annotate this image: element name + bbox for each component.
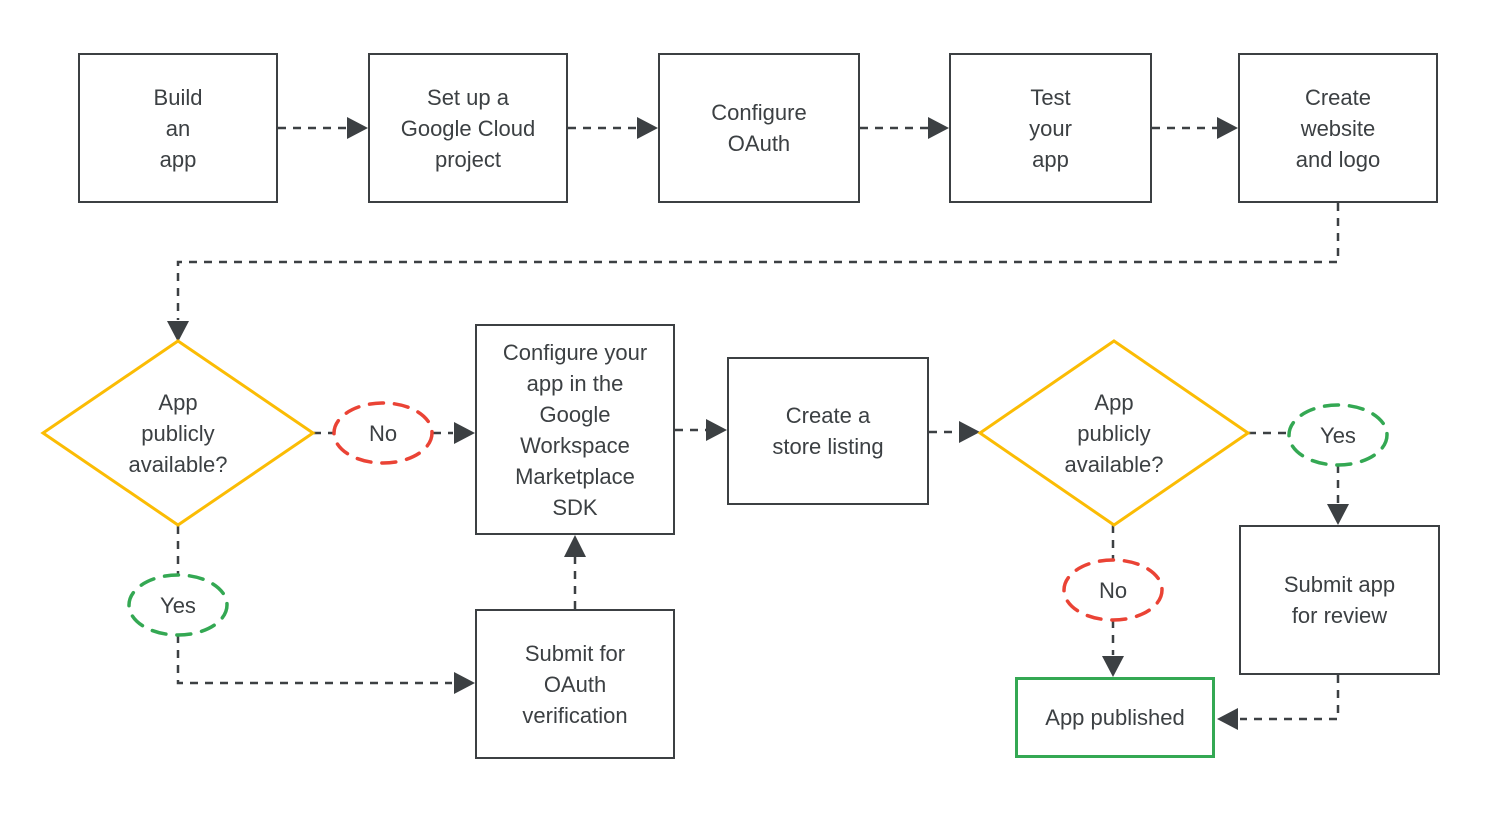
- node-submit-app-for-review: Submit app for review: [1239, 525, 1440, 675]
- dashed-edges: [176, 126, 1340, 721]
- node-test-your-app: Test your app: [949, 53, 1152, 203]
- arrowhead: [959, 421, 980, 443]
- arrowheads: [167, 117, 1349, 730]
- arrowhead: [167, 321, 189, 342]
- node-setup-google-cloud-project: Set up a Google Cloud project: [368, 53, 568, 203]
- decision-diamond-right: [977, 339, 1251, 527]
- node-submit-oauth-verification: Submit for OAuth verification: [475, 609, 675, 759]
- arrowhead: [347, 117, 368, 139]
- edge-yes-to-submit-oauth: [176, 635, 452, 685]
- decision-diamond-left: [40, 339, 316, 527]
- arrowhead: [706, 419, 727, 441]
- no-badge-left: [332, 401, 434, 465]
- node-create-website-and-logo: Create website and logo: [1238, 53, 1438, 203]
- node-app-published: App published: [1015, 677, 1215, 758]
- node-create-store-listing: Create a store listing: [727, 357, 929, 505]
- arrowhead: [1102, 656, 1124, 677]
- arrowhead: [454, 672, 475, 694]
- yes-badge-left: [127, 573, 229, 637]
- node-configure-oauth: Configure OAuth: [658, 53, 860, 203]
- arrowhead: [454, 422, 475, 444]
- yes-badge-right: [1287, 403, 1389, 467]
- arrowhead: [637, 117, 658, 139]
- arrowhead: [564, 535, 586, 557]
- edge-website-to-decision-left: [176, 203, 1340, 320]
- arrowhead: [1217, 117, 1238, 139]
- arrowhead: [928, 117, 949, 139]
- no-badge-right: [1062, 558, 1164, 622]
- node-build-app: Build an app: [78, 53, 278, 203]
- arrowhead: [1217, 708, 1238, 730]
- edge-review-to-published: [1240, 675, 1340, 721]
- arrowhead: [1327, 504, 1349, 525]
- node-configure-marketplace-sdk: Configure your app in the Google Workspa…: [475, 324, 675, 535]
